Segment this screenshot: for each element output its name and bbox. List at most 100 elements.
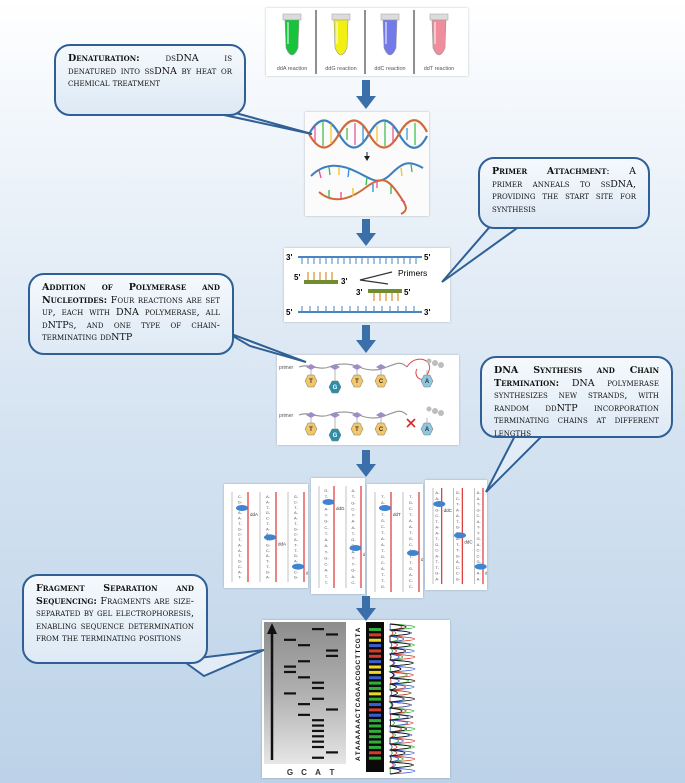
svg-text:G-: G- xyxy=(381,584,386,589)
capillary-readout xyxy=(366,622,384,772)
svg-text:C-: C- xyxy=(351,506,356,511)
tube-label: ddT reaction xyxy=(424,66,454,72)
sequence-letter: G xyxy=(355,665,362,670)
ddntp-label: ddT xyxy=(421,557,423,562)
svg-text:A-: A- xyxy=(435,576,440,581)
capillary-band xyxy=(369,729,381,733)
ddntp-label: ddA xyxy=(250,512,258,517)
svg-text:C-: C- xyxy=(409,542,414,547)
gel-band xyxy=(298,676,310,679)
svg-text:T-: T- xyxy=(381,572,385,577)
capillary-band xyxy=(369,670,381,674)
reaction-tube-0: ddA reaction xyxy=(277,13,307,72)
svg-text:T-: T- xyxy=(294,505,298,510)
svg-text:A-: A- xyxy=(435,530,440,535)
svg-text:A-: A- xyxy=(435,525,440,530)
denaturation-callout: Denaturation: dsDNA is denatured into ss… xyxy=(54,44,246,116)
tube-label: ddG reaction xyxy=(325,66,357,72)
gel-band xyxy=(298,703,310,706)
reaction-tube-2: ddC reaction xyxy=(374,13,406,72)
ddntp-label: ddT xyxy=(393,512,401,517)
sequence-letter: C xyxy=(355,713,362,718)
svg-text:A-: A- xyxy=(238,516,243,521)
capillary-band xyxy=(369,638,381,642)
sequence-letter: C xyxy=(355,660,362,665)
gel-band xyxy=(312,735,324,738)
svg-text:C-: C- xyxy=(435,513,440,518)
svg-text:C-: C- xyxy=(477,548,482,553)
gel-band xyxy=(298,660,310,663)
capillary-band xyxy=(369,681,381,685)
svg-text:T-: T- xyxy=(409,554,413,559)
svg-text:G-: G- xyxy=(324,488,329,493)
sequence-letter: A xyxy=(355,718,362,723)
tube-label: ddC reaction xyxy=(374,66,405,72)
gel-lane-label: T xyxy=(330,768,335,777)
svg-text:G-: G- xyxy=(435,571,440,576)
gel-band xyxy=(284,670,296,674)
svg-text:G-: G- xyxy=(294,526,299,531)
ddntp-marker-icon xyxy=(349,545,362,551)
svg-text:G-: G- xyxy=(456,553,461,558)
gel-band xyxy=(312,745,324,749)
svg-text:A-: A- xyxy=(409,518,414,523)
svg-text:A-: A- xyxy=(238,510,243,515)
nucleotide-label: T xyxy=(309,427,313,433)
svg-text:T-: T- xyxy=(436,536,440,541)
sequence-letter: G xyxy=(355,638,362,643)
svg-text:A-: A- xyxy=(238,548,243,553)
sequence-letter: A xyxy=(355,756,362,761)
svg-text:G-: G- xyxy=(324,519,329,524)
svg-text:A-: A- xyxy=(352,549,357,554)
sequence-letter: T xyxy=(355,708,362,712)
capillary-band xyxy=(369,660,381,664)
svg-text:G-: G- xyxy=(266,569,271,574)
svg-text:T-: T- xyxy=(381,512,385,517)
ddntp-marker-icon xyxy=(454,532,466,539)
svg-text:C-: C- xyxy=(456,496,461,501)
svg-text:T-: T- xyxy=(294,548,298,553)
svg-text:C-: C- xyxy=(381,524,386,529)
synthesis-callout: DNA Synthesis and Chain Termination: DNA… xyxy=(480,356,673,439)
svg-text:A-: A- xyxy=(325,506,330,511)
svg-text:A-: A- xyxy=(381,566,386,571)
svg-text:G-: G- xyxy=(294,494,299,499)
reaction-tube-3: ddT reaction xyxy=(424,13,454,72)
ddntp-marker-icon xyxy=(474,563,487,570)
sequence-letter: A xyxy=(355,686,362,691)
svg-text:T-: T- xyxy=(456,519,460,524)
end-label-5prime: 5' xyxy=(424,253,430,262)
svg-text:C-: C- xyxy=(409,584,414,589)
gel-band xyxy=(298,713,310,716)
termination-x-icon xyxy=(406,418,416,428)
gel-band xyxy=(326,633,338,636)
ddntp-marker-icon xyxy=(379,505,391,511)
flow-arrow-4 xyxy=(356,450,376,477)
svg-text:G-: G- xyxy=(238,559,243,564)
svg-text:A-: A- xyxy=(266,494,271,499)
svg-text:C-: C- xyxy=(409,506,414,511)
gel-band xyxy=(312,681,324,684)
svg-text:C-: C- xyxy=(409,578,414,583)
sequence-letter: A xyxy=(355,740,362,745)
primer-end-label-3prime: 3' xyxy=(341,277,347,286)
gel-band xyxy=(326,751,338,754)
primer-attachment-title: Primer Attachment xyxy=(492,166,607,177)
sequence-letter: G xyxy=(355,670,362,675)
ddntp-label: ddG xyxy=(336,506,345,511)
svg-text:A-: A- xyxy=(266,532,271,537)
ddntp-label: ddA xyxy=(278,541,286,546)
svg-text:A-: A- xyxy=(352,519,357,524)
ddntp-label: ddC xyxy=(444,508,453,513)
svg-text:C-: C- xyxy=(294,569,299,574)
svg-text:A-: A- xyxy=(266,499,271,504)
primer-end-label-5prime: 5' xyxy=(294,273,300,282)
ddntp-marker-icon xyxy=(264,534,276,541)
svg-text:A-: A- xyxy=(266,526,271,531)
gel-band xyxy=(312,697,324,700)
nucleotide-icon xyxy=(374,422,388,436)
capillary-band xyxy=(369,724,381,728)
reaction-tubes-panel: ddA reaction ddG reaction ddC reaction ddT … xyxy=(266,8,468,76)
svg-text:T-: T- xyxy=(352,531,356,536)
